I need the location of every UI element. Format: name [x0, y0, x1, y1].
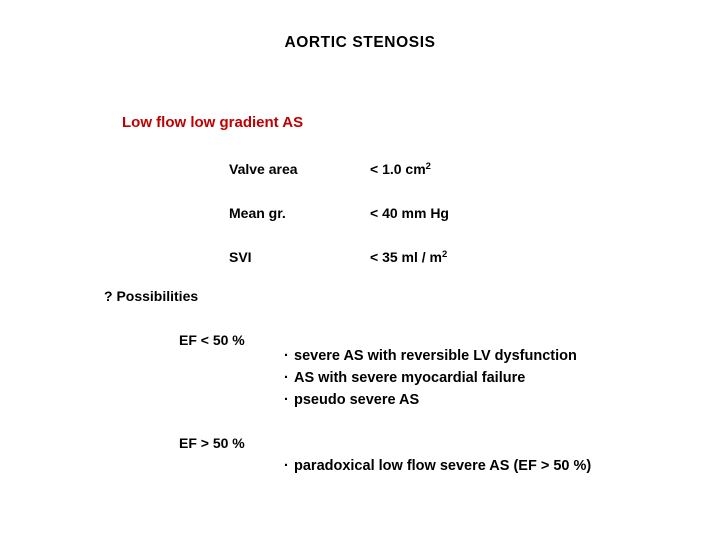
list-item: · paradoxical low flow severe AS (EF > 50…	[284, 455, 591, 477]
criteria-label-svi: SVI	[229, 249, 252, 265]
criteria-value-superscript: 2	[441, 249, 448, 260]
possibility-list-ef-below-50: · severe AS with reversible LV dysfunctio…	[284, 345, 577, 411]
criteria-value-superscript: 2	[425, 161, 431, 172]
bullet-dot-icon: ·	[284, 348, 289, 364]
list-item-label: severe AS with reversible LV dysfunction	[294, 348, 577, 364]
list-item: · AS with severe myocardial failure	[284, 367, 577, 389]
criteria-value-svi: < 35 ml / m2	[370, 248, 589, 266]
list-item: · pseudo severe AS	[284, 389, 577, 411]
bullet-dot-icon: ·	[284, 392, 289, 408]
criteria-value-text: < 1.0 cm	[370, 161, 426, 177]
bullet-dot-icon: ·	[284, 458, 289, 474]
table-row: Valve area < 1.0 cm2	[229, 160, 589, 204]
criteria-value-text: < 40 mm Hg	[370, 205, 449, 221]
possibilities-heading: ? Possibilities	[104, 288, 199, 304]
criteria-value-text: < 35 ml / m	[370, 249, 442, 265]
bullet-dot-icon: ·	[284, 370, 289, 386]
page-title: AORTIC STENOSIS	[284, 34, 436, 51]
table-row: SVI < 35 ml / m2	[229, 248, 589, 266]
list-item-label: pseudo severe AS	[294, 392, 420, 408]
criteria-table: Valve area < 1.0 cm2 Mean gr. < 40 mm Hg…	[229, 160, 589, 266]
criteria-label-mean-gradient: Mean gr.	[229, 205, 286, 221]
ef-label-below-50: EF < 50 %	[179, 332, 245, 348]
section-heading-low-flow-low-gradient-as: Low flow low gradient AS	[122, 114, 304, 131]
list-item-label: paradoxical low flow severe AS (EF > 50 …	[294, 458, 592, 474]
criteria-label-valve-area: Valve area	[229, 161, 298, 177]
ef-label-above-50: EF > 50 %	[179, 435, 245, 451]
possibility-list-ef-above-50: · paradoxical low flow severe AS (EF > 50…	[284, 455, 591, 477]
list-item: · severe AS with reversible LV dysfunctio…	[284, 345, 577, 367]
criteria-value-valve-area: < 1.0 cm2	[370, 160, 589, 204]
criteria-value-mean-gradient: < 40 mm Hg	[370, 204, 589, 248]
table-row: Mean gr. < 40 mm Hg	[229, 204, 589, 248]
list-item-label: AS with severe myocardial failure	[294, 370, 526, 386]
